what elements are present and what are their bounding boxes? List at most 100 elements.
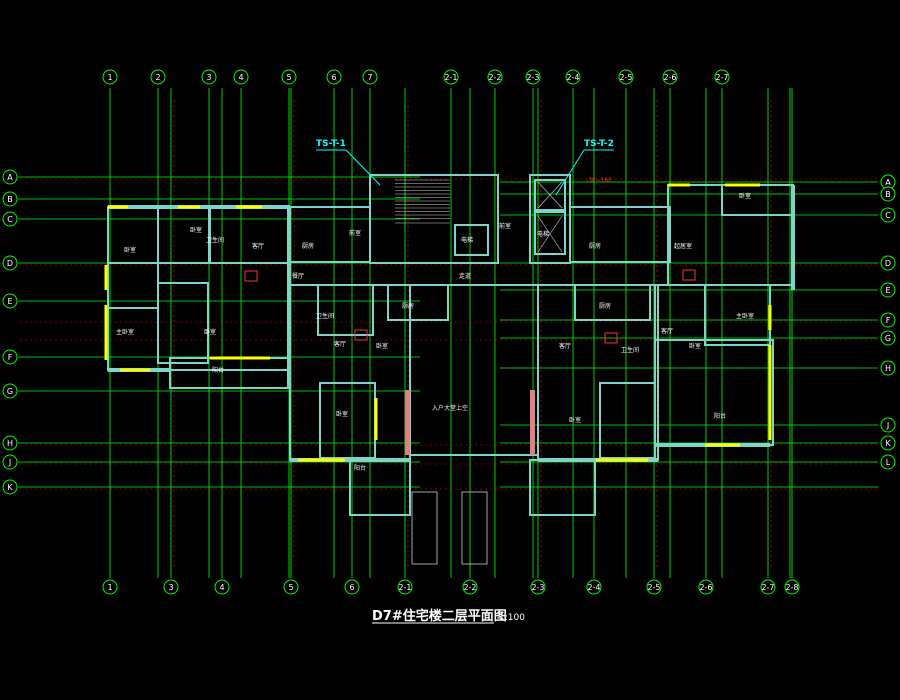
axis-bubble-bottom: 2-2 — [462, 579, 478, 595]
axis-bubble-top: 2-6 — [662, 69, 678, 85]
room-label: 卧室 — [190, 226, 202, 234]
axis-bubble-top-label: 2 — [155, 73, 160, 82]
right-riser-title: TS-T-2 — [584, 139, 614, 149]
column — [405, 390, 410, 455]
axis-bubble-bottom-label: 2-2 — [463, 583, 476, 592]
axis-bubble-top-label: 2-3 — [526, 73, 539, 82]
axis-bubble-left: J — [2, 454, 18, 470]
room-outline — [599, 382, 656, 459]
axis-bubble-top-label: 7 — [367, 73, 372, 82]
room-outline — [319, 382, 376, 459]
axis-bubble-right: D — [880, 255, 896, 271]
axis-bubble-top: 2-7 — [714, 69, 730, 85]
room-label: 客厅 — [559, 342, 571, 350]
axis-bubble-right-label: C — [885, 211, 891, 220]
axis-bubble-bottom-label: 2-1 — [398, 583, 411, 592]
room-label: 卧室 — [336, 410, 348, 418]
axis-bubble-top-label: 2-6 — [663, 73, 676, 82]
room-label: 厨房 — [302, 242, 314, 250]
axis-bubble-bottom: 4 — [214, 579, 230, 595]
axis-bubble-bottom: 5 — [283, 579, 299, 595]
axis-bubble-bottom-label: 2-7 — [761, 583, 774, 592]
room-label: 卧室 — [569, 416, 581, 424]
room-label: 卫生间 — [206, 236, 224, 244]
room-label: 主卧室 — [736, 312, 754, 320]
axis-bubble-bottom: 1 — [102, 579, 118, 595]
room-label: 阳台 — [714, 412, 726, 420]
room-outline — [721, 184, 793, 216]
room-outline — [529, 459, 596, 516]
axis-bubble-bottom: 2-5 — [646, 579, 662, 595]
axis-bubble-right: F — [880, 312, 896, 328]
axis-bubble-top-label: 5 — [286, 73, 291, 82]
axis-bubble-right-label: K — [885, 439, 891, 448]
axis-bubble-bottom-label: 4 — [219, 583, 224, 592]
room-outline — [157, 282, 209, 364]
axis-bubble-top: 2-2 — [487, 69, 503, 85]
room-outline — [387, 284, 449, 321]
axis-bubble-left-label: B — [7, 195, 13, 204]
axis-bubble-right: K — [880, 435, 896, 451]
axis-bubble-left-label: K — [7, 483, 13, 492]
column — [530, 390, 535, 455]
axis-bubble-left: E — [2, 293, 18, 309]
axis-bubble-left: F — [2, 349, 18, 365]
axis-bubble-bottom-label: 5 — [288, 583, 293, 592]
axis-bubble-top: 1 — [102, 69, 118, 85]
axis-bubble-right: E — [880, 282, 896, 298]
axis-bubble-top: 6 — [326, 69, 342, 85]
room-outline — [317, 284, 374, 336]
axis-bubble-bottom-label: 1 — [107, 583, 112, 592]
axis-bubble-left-label: J — [8, 458, 11, 467]
right-riser-note: TS-T-2 -3F~16F — [555, 139, 614, 196]
room-label: 卧室 — [204, 328, 216, 336]
axis-bubble-bottom: 2-6 — [698, 579, 714, 595]
room-outline — [157, 206, 211, 264]
axis-bubble-right: A — [880, 174, 896, 190]
axis-bubble-left: B — [2, 191, 18, 207]
room-outline — [569, 206, 671, 263]
axis-bubble-left-label: G — [7, 387, 13, 396]
room-label: 前室 — [499, 222, 511, 230]
axis-bubble-left: K — [2, 479, 18, 495]
room-outline — [574, 284, 651, 321]
drawing-title: D7#住宅楼二层平面图 — [372, 608, 507, 624]
room-label: 电梯 — [461, 236, 473, 244]
room-label: 厨房 — [589, 242, 601, 250]
room-outline — [537, 284, 659, 461]
room-label: 卫生间 — [621, 346, 639, 354]
axis-bubble-right-label: F — [886, 316, 891, 325]
axis-bubble-bottom-label: 2-3 — [531, 583, 544, 592]
room-label: 入户大堂上空 — [432, 404, 468, 412]
room-label: 厨房 — [402, 302, 414, 310]
axis-bubble-left-label: C — [7, 215, 13, 224]
axis-bubble-bottom: 3 — [163, 579, 179, 595]
axis-bubble-right-label: B — [885, 190, 891, 199]
room-label: 卧室 — [739, 192, 751, 200]
axis-bubble-left-label: A — [7, 173, 13, 182]
room-label: 卧室 — [689, 342, 701, 350]
room-label: 走道 — [459, 272, 471, 280]
axis-bubble-top: 3 — [201, 69, 217, 85]
axis-bubble-top-label: 4 — [238, 73, 243, 82]
right-riser-red-line: -3F~16F — [586, 177, 612, 184]
left-riser-title: TS-T-1 — [316, 139, 346, 149]
axis-bubble-right-label: A — [885, 178, 891, 187]
left-riser-note: TS-T-1 — [316, 139, 381, 186]
axis-bubble-left-label: D — [7, 259, 13, 268]
axis-bubble-top: 7 — [362, 69, 378, 85]
axis-bubble-bottom-label: 2-6 — [699, 583, 712, 592]
axis-bubble-right: H — [880, 360, 896, 376]
axis-bubble-right: B — [880, 186, 896, 202]
room-label: 厨房 — [599, 302, 611, 310]
axis-bubble-right-label: H — [885, 364, 891, 373]
axis-bubble-left: D — [2, 255, 18, 271]
axis-bubble-top-label: 2-7 — [715, 73, 728, 82]
axis-bubble-top: 4 — [233, 69, 249, 85]
axis-bubble-bottom-label: 3 — [168, 583, 173, 592]
room-label: 电梯 — [537, 230, 549, 238]
axis-bubble-top: 5 — [281, 69, 297, 85]
room-labels: 卧室卧室卫生间客厅厨房餐厅主卧室卧室阳台前室前室电梯电梯走道卫生间客厅厨房卧室卧… — [116, 192, 754, 472]
